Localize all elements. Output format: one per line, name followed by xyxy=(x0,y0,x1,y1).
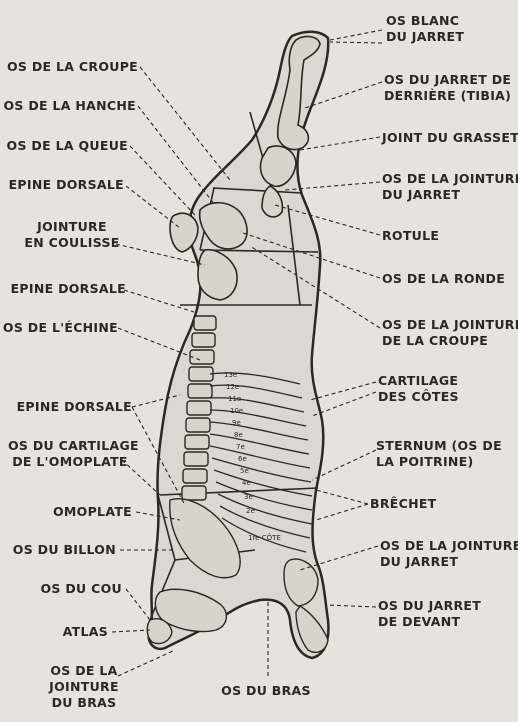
rib-number: 10e xyxy=(230,407,243,415)
rib-number: 2e xyxy=(246,507,255,515)
label-os-du-jarret-de-derriere: OS DU JARRET DE DERRIÈRE (TIBIA) xyxy=(384,72,511,104)
label-os-du-billon: OS DU BILLON xyxy=(13,542,116,558)
label-line: OS DU BILLON xyxy=(13,542,116,558)
rib-number: 3e xyxy=(244,493,253,501)
label-line: OS DE LA QUEUE xyxy=(7,138,128,154)
label-line: DU JARRET xyxy=(382,187,518,203)
label-line: DES CÔTES xyxy=(378,389,459,405)
label-line: DU BRAS xyxy=(44,695,124,711)
label-line: OS DE LA HANCHE xyxy=(3,98,136,114)
label-line: OS DE LA JOINTURE xyxy=(382,317,518,333)
label-line: OS DE L'ÉCHINE xyxy=(3,320,118,336)
label-os-du-bras: OS DU BRAS xyxy=(214,683,318,699)
label-jointure-en-coulisse: JOINTURE EN COULISSE xyxy=(20,219,124,251)
label-line: CARTILAGE xyxy=(378,373,459,389)
label-line: OS DE LA JOINTURE xyxy=(380,538,518,554)
label-line: DU JARRET xyxy=(386,29,464,45)
label-os-de-la-hanche: OS DE LA HANCHE xyxy=(3,98,136,114)
label-line: OS DU JARRET DE xyxy=(384,72,511,88)
label-epine-dorsale-1: EPINE DORSALE xyxy=(9,177,124,193)
label-cartilage-cotes: CARTILAGE DES CÔTES xyxy=(378,373,459,405)
label-os-de-lechine: OS DE L'ÉCHINE xyxy=(3,320,118,336)
label-line: DERRIÈRE (TIBIA) xyxy=(384,88,511,104)
label-line: JOINTURE xyxy=(20,219,124,235)
label-os-de-la-queue: OS DE LA QUEUE xyxy=(7,138,128,154)
label-line: ATLAS xyxy=(63,624,108,640)
label-line: DE DEVANT xyxy=(378,614,481,630)
label-line: OS DE LA RONDE xyxy=(382,271,505,287)
label-line: EPINE DORSALE xyxy=(17,399,132,415)
label-line: OS DE LA xyxy=(44,663,124,679)
label-line: BRÊCHET xyxy=(370,496,437,512)
label-line: STERNUM (OS DE xyxy=(376,438,502,454)
label-line: JOINT DU GRASSET xyxy=(382,130,518,146)
label-line: DE L'OMOPLATE xyxy=(8,454,132,470)
label-line: OS DU CARTILAGE xyxy=(8,438,132,454)
label-line: OS DU BRAS xyxy=(214,683,318,699)
label-line: OS BLANC xyxy=(386,13,464,29)
label-os-de-la-ronde: OS DE LA RONDE xyxy=(382,271,505,287)
label-brechet: BRÊCHET xyxy=(370,496,437,512)
label-line: OS DE LA JOINTURE xyxy=(382,171,518,187)
label-os-du-cou: OS DU COU xyxy=(40,581,122,597)
label-line: OMOPLATE xyxy=(53,504,132,520)
label-os-jointure-bras: OS DE LA JOINTURE DU BRAS xyxy=(44,663,124,711)
label-line: DE LA CROUPE xyxy=(382,333,518,349)
label-line: EPINE DORSALE xyxy=(11,281,126,297)
label-os-jointure-jarret-bottom: OS DE LA JOINTURE DU JARRET xyxy=(380,538,518,570)
label-os-cartilage-omoplate: OS DU CARTILAGE DE L'OMOPLATE xyxy=(8,438,132,470)
rib-number: 11e xyxy=(228,395,241,403)
rib-number: 12e xyxy=(226,383,239,391)
rib-number: 8e xyxy=(234,431,243,439)
label-line: DU JARRET xyxy=(380,554,518,570)
label-line: EPINE DORSALE xyxy=(9,177,124,193)
label-epine-dorsale-2: EPINE DORSALE xyxy=(11,281,126,297)
label-os-de-la-croupe: OS DE LA CROUPE xyxy=(7,59,138,75)
label-atlas: ATLAS xyxy=(63,624,108,640)
label-os-jointure-croupe: OS DE LA JOINTURE DE LA CROUPE xyxy=(382,317,518,349)
label-joint-du-grasset: JOINT DU GRASSET xyxy=(382,130,518,146)
label-line: ROTULE xyxy=(382,228,439,244)
rib-number: 1re CÔTE xyxy=(248,533,281,542)
label-sternum: STERNUM (OS DE LA POITRINE) xyxy=(376,438,502,470)
rib-number: 9e xyxy=(232,419,241,427)
label-os-jointure-jarret-top: OS DE LA JOINTURE DU JARRET xyxy=(382,171,518,203)
rib-number: 6e xyxy=(238,455,247,463)
rib-number: 5e xyxy=(240,467,249,475)
label-os-blanc-du-jarret: OS BLANC DU JARRET xyxy=(386,13,464,45)
label-line: JOINTURE xyxy=(44,679,124,695)
label-line: OS DU JARRET xyxy=(378,598,481,614)
rib-number: 13e xyxy=(224,371,237,379)
rib-number: 4e xyxy=(242,479,251,487)
label-line: OS DU COU xyxy=(40,581,122,597)
label-omoplate: OMOPLATE xyxy=(53,504,132,520)
rib-number: 7e xyxy=(236,443,245,451)
label-rotule: ROTULE xyxy=(382,228,439,244)
label-epine-dorsale-3: EPINE DORSALE xyxy=(17,399,132,415)
label-line: OS DE LA CROUPE xyxy=(7,59,138,75)
label-line: LA POITRINE) xyxy=(376,454,502,470)
label-os-jarret-devant: OS DU JARRET DE DEVANT xyxy=(378,598,481,630)
label-line: EN COULISSE xyxy=(20,235,124,251)
